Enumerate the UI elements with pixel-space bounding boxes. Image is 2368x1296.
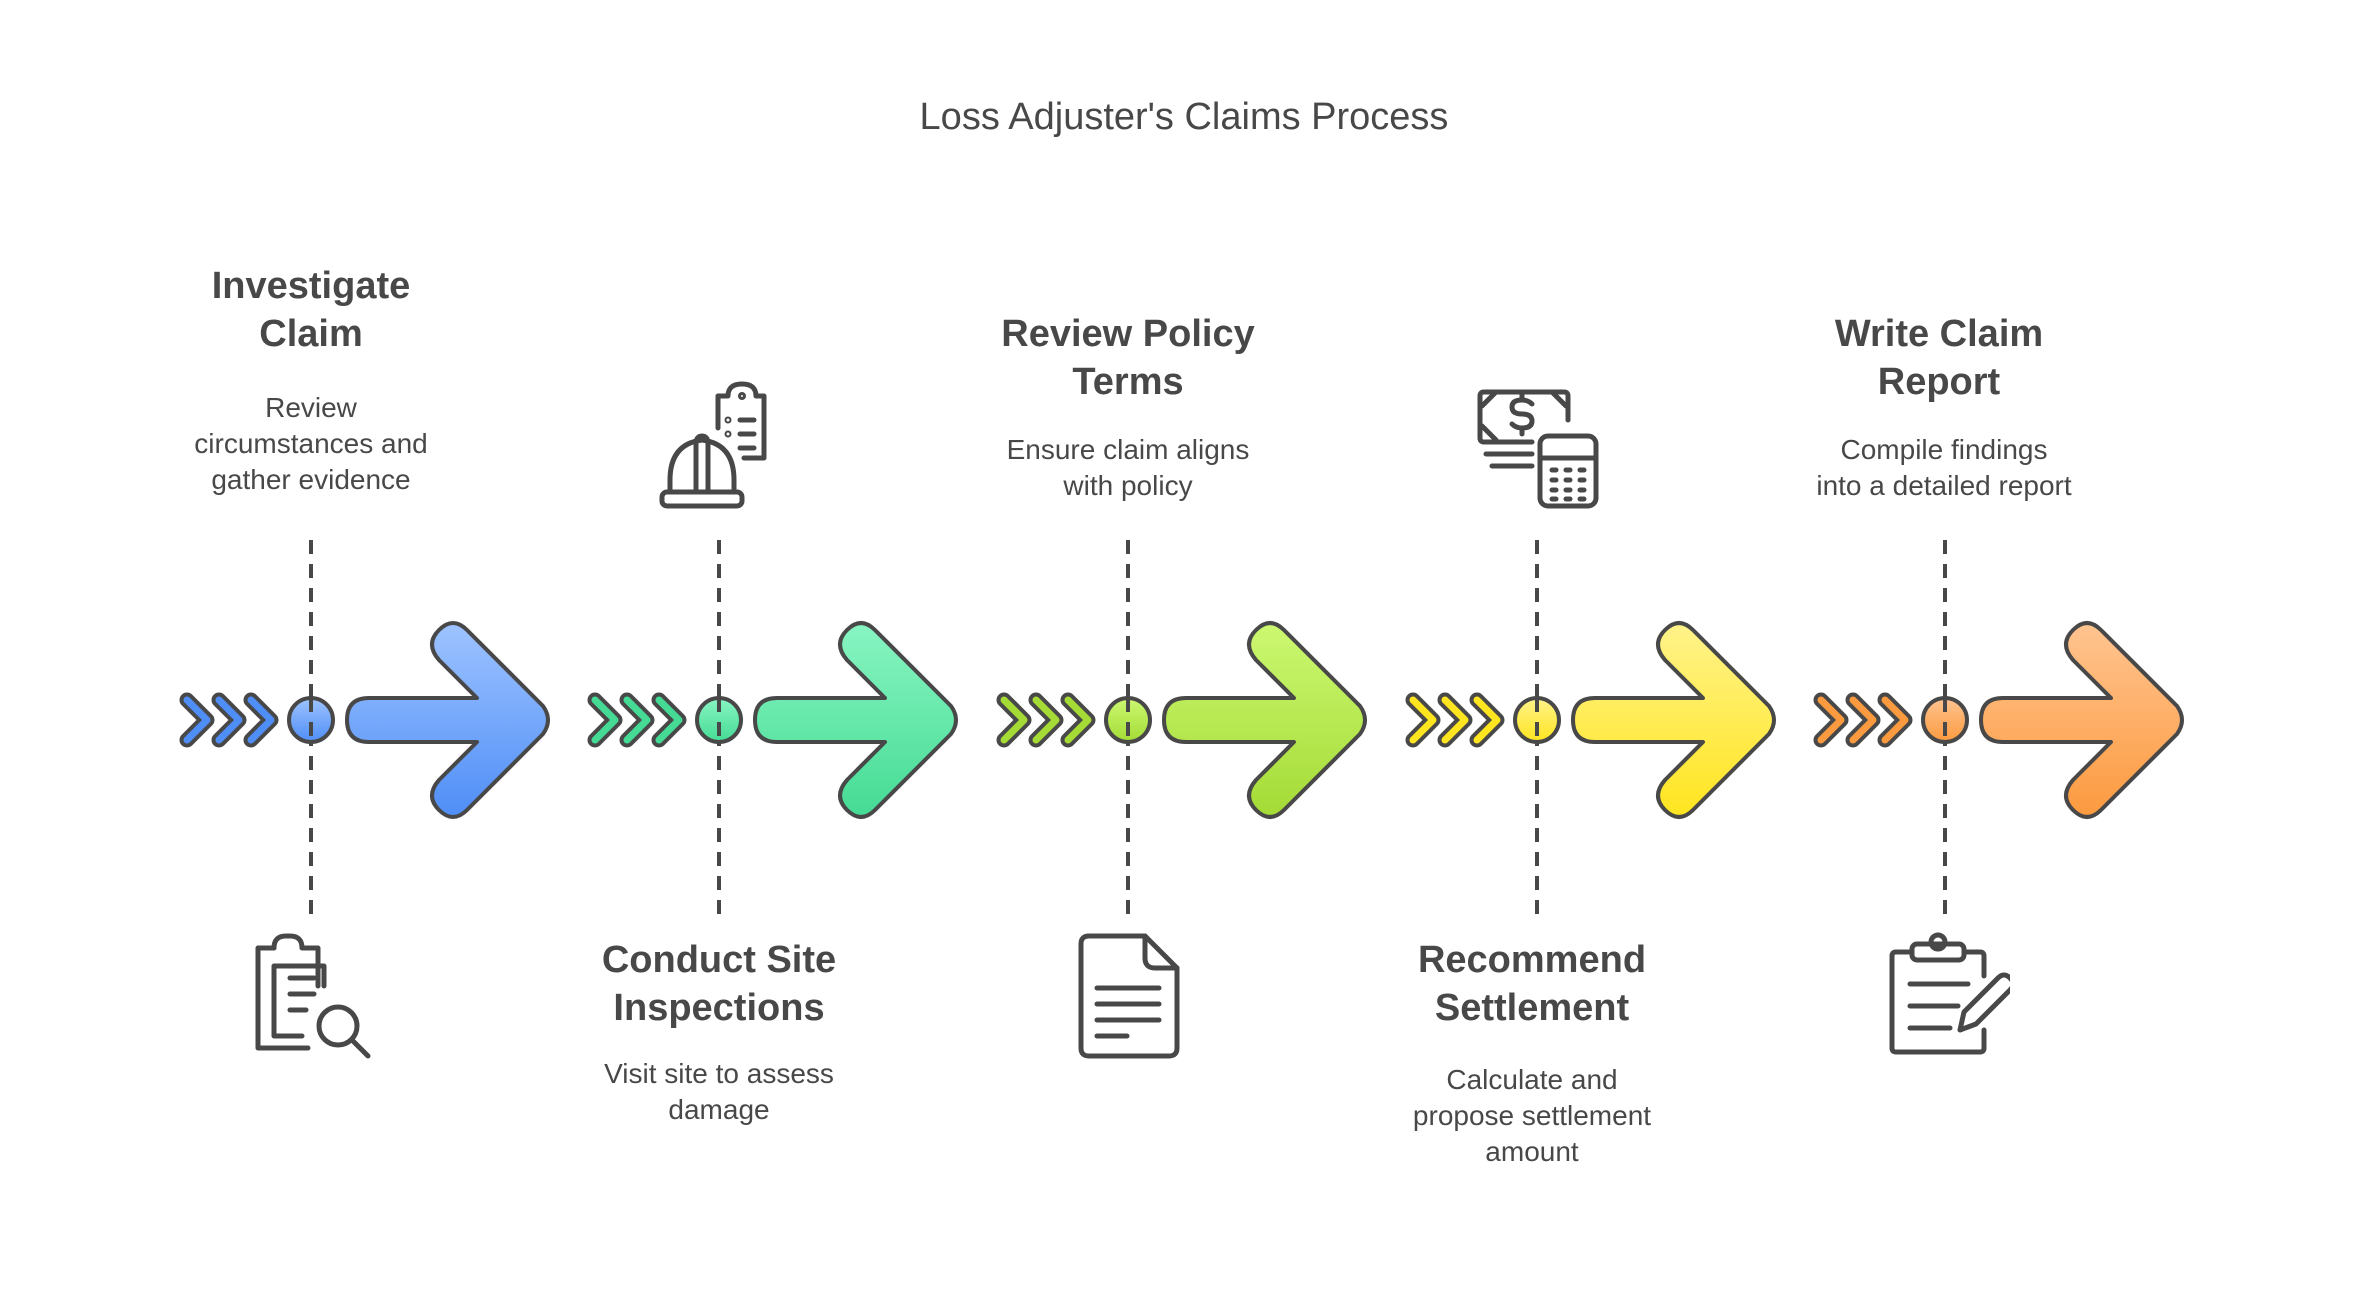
hardhat-clipboard-icon: [659, 381, 767, 509]
chevron-fill: [183, 696, 211, 744]
step-heading: Write Claim Report: [1769, 310, 2109, 406]
heading-line: Investigate: [211, 265, 411, 307]
heading-line: Report: [1877, 361, 2001, 403]
desc-line: into a detailed report: [1816, 470, 2072, 501]
step-heading: Recommend Settlement: [1362, 936, 1702, 1032]
heading-line: Terms: [1072, 361, 1184, 403]
step-description: Calculate and propose settlement amount: [1382, 1062, 1682, 1170]
desc-line: gather evidence: [211, 464, 411, 495]
document-icon: [1078, 933, 1180, 1059]
step-heading: Conduct Site Inspections: [549, 936, 889, 1032]
step-arrow: [1162, 621, 1367, 819]
step-description: Visit site to assess damage: [569, 1056, 869, 1128]
desc-line: Calculate and: [1446, 1064, 1618, 1095]
chevron-fill: [1000, 696, 1028, 744]
heading-line: Write Claim: [1834, 313, 2044, 355]
step-description: Ensure claim aligns with policy: [978, 432, 1278, 504]
chevron-fill: [1441, 696, 1469, 744]
step-arrow: [1571, 621, 1776, 819]
heading-line: Conduct Site: [601, 939, 837, 981]
desc-line: Review: [265, 392, 357, 423]
heading-line: Review Policy: [1001, 313, 1255, 355]
heading-line: Recommend: [1417, 939, 1647, 981]
chevron-fill: [591, 696, 619, 744]
desc-line: propose settlement: [1412, 1100, 1652, 1131]
step-heading: Review Policy Terms: [958, 310, 1298, 406]
chevron-fill: [247, 696, 275, 744]
desc-line: damage: [668, 1094, 770, 1125]
chevron-fill: [1473, 696, 1501, 744]
heading-line: Settlement: [1434, 987, 1630, 1029]
step-heading: Investigate Claim: [141, 262, 481, 358]
chevron-fill: [1064, 696, 1092, 744]
chevron-fill: [1849, 696, 1877, 744]
step-arrow: [1979, 621, 2184, 819]
chevron-fill: [1032, 696, 1060, 744]
chevron-fill: [1881, 696, 1909, 744]
desc-line: Visit site to assess: [604, 1058, 834, 1089]
money-calculator-icon: [1477, 389, 1599, 509]
desc-line: Compile findings: [1840, 434, 2048, 465]
step-description: Review circumstances and gather evidence: [161, 390, 461, 498]
chevron-fill: [1817, 696, 1845, 744]
step-arrow: [753, 621, 958, 819]
desc-line: Ensure claim aligns: [1006, 434, 1250, 465]
step-description: Compile findings into a detailed report: [1794, 432, 2094, 504]
heading-line: Claim: [259, 313, 363, 355]
clipboard-pencil-icon: [1889, 932, 2010, 1055]
step-arrow: [345, 621, 550, 819]
chevron-fill: [655, 696, 683, 744]
chevron-fill: [623, 696, 651, 744]
chevron-fill: [215, 696, 243, 744]
heading-line: Inspections: [613, 987, 825, 1029]
diagram-title: Loss Adjuster's Claims Process: [919, 96, 1449, 138]
desc-line: with policy: [1063, 470, 1193, 501]
chevron-fill: [1409, 696, 1437, 744]
desc-line: circumstances and: [194, 428, 428, 459]
clipboard-search-icon: [255, 933, 371, 1059]
desc-line: amount: [1485, 1136, 1579, 1167]
